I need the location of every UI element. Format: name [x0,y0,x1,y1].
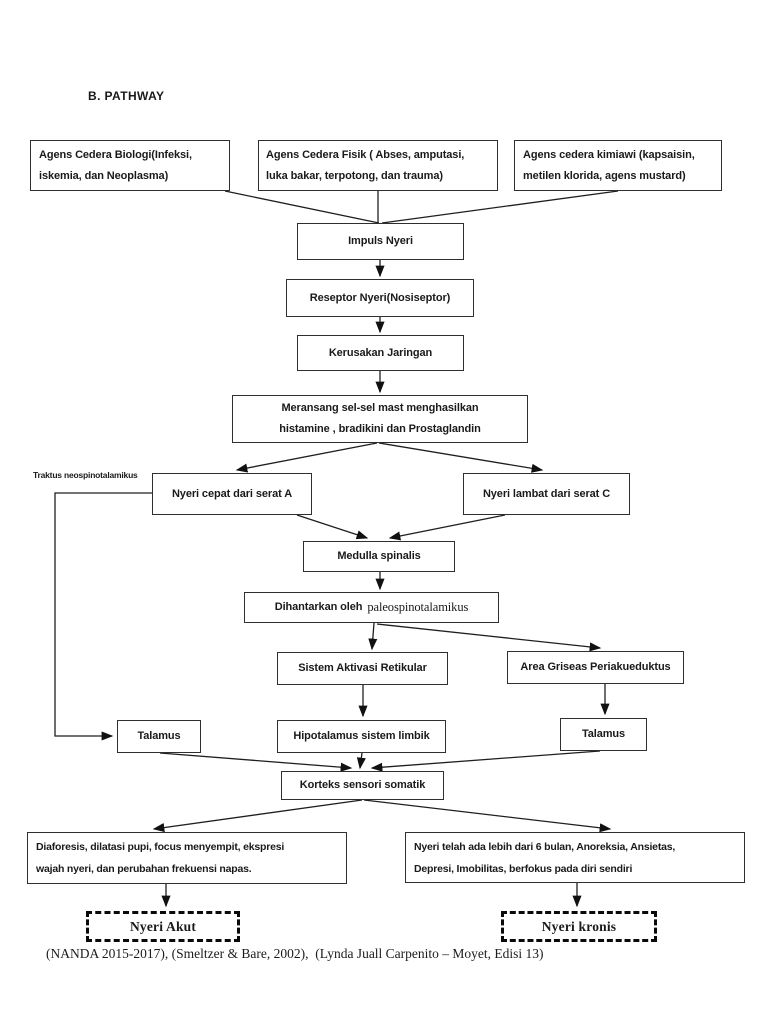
arrow-traktus-talamus-left [54,492,152,741]
node-label: Nyeri telah ada lebih dari 6 bulan, Anor… [414,840,676,875]
arrow-dihantarkan-griseas [376,623,602,652]
node-talamus-right: Talamus [560,718,647,751]
arrow-talamus-left-korteks [159,752,353,772]
node-label: Reseptor Nyeri(Nosiseptor) [309,291,451,304]
node-label: Agens Cedera Fisik ( Abses, amputasi, lu… [266,148,465,182]
node-label-prefix: Dihantarkan oleh [274,601,363,613]
node-gejala-nyeri-akut: Diaforesis, dilatasi pupi, focus menyemp… [27,832,347,884]
node-label: Talamus [137,730,181,742]
node-label: Impuls Nyeri [348,235,413,247]
node-talamus-left: Talamus [117,720,201,753]
node-label: Nyeri kronis [541,919,617,934]
node-sistem-aktivasi-retikular: Sistem Aktivasi Retikular [277,652,448,685]
node-label: Nyeri cepat dari serat A [171,487,293,500]
arrow-hipotalamus-korteks [356,752,366,770]
node-nyeri-kronis: Nyeri kronis [501,911,657,942]
node-meransang-sel-mast: Meransang sel-sel mast menghasilkan hist… [232,395,528,443]
node-agens-cedera-fisik: Agens Cedera Fisik ( Abses, amputasi, lu… [258,140,498,191]
arrow-meransang-serat-a [235,442,378,473]
node-agens-cedera-biologi: Agens Cedera Biologi(Infeksi, iskemia, d… [30,140,230,191]
arrow-korteks-gejala-akut [152,799,363,833]
node-dihantarkan-paleospinotalamikus: Dihantarkan oleh paleospinotalamikus [244,592,499,623]
node-hipotalamus-sistem-limbik: Hipotalamus sistem limbik [277,720,446,753]
node-label: Agens Cedera Biologi(Infeksi, iskemia, d… [39,148,192,182]
citation-text: (NANDA 2015-2017), (Smeltzer & Bare, 200… [46,946,544,961]
node-gejala-nyeri-kronis: Nyeri telah ada lebih dari 6 bulan, Anor… [405,832,745,883]
node-label: Talamus [581,728,626,740]
traktus-neospinotalamikus-label: Traktus neospinotalamikus [33,470,138,480]
arrow-serat-c-medulla [388,514,506,541]
node-label: Diaforesis, dilatasi pupi, focus menyemp… [36,841,285,875]
node-agens-cedera-kimiawi: Agens cedera kimiawi (kapsaisin, metilen… [514,140,722,191]
node-nyeri-akut: Nyeri Akut [86,911,240,942]
arrow-talamus-right-korteks [370,750,601,772]
node-label: Korteks sensori somatik [299,779,426,791]
connector-kimiawi-impuls [381,190,619,224]
node-label: Nyeri Akut [129,919,197,934]
node-label-term: paleospinotalamikus [367,600,469,614]
node-nyeri-cepat-serat-a: Nyeri cepat dari serat A [152,473,312,515]
node-label: Agens cedera kimiawi (kapsaisin, metilen… [523,148,695,182]
node-label: Medulla spinalis [337,550,421,562]
connector-biologi-impuls [224,190,380,224]
node-label: Area Griseas Periakueduktus [520,661,671,673]
node-reseptor-nyeri: Reseptor Nyeri(Nosiseptor) [286,279,474,317]
node-nyeri-lambat-serat-c: Nyeri lambat dari serat C [463,473,630,515]
node-area-griseas-periakueduktus: Area Griseas Periakueduktus [507,651,684,684]
node-korteks-sensori-somatik: Korteks sensori somatik [281,771,444,800]
node-label: Kerusakan Jaringan [328,346,433,359]
node-label: Sistem Aktivasi Retikular [298,662,427,674]
node-kerusakan-jaringan: Kerusakan Jaringan [297,335,464,371]
page-title: B. PATHWAY [88,89,165,103]
arrow-korteks-gejala-kronis [363,799,612,833]
node-medulla-spinalis: Medulla spinalis [303,541,455,572]
node-label: Hipotalamus sistem limbik [293,730,430,742]
node-label: Nyeri lambat dari serat C [482,487,611,500]
arrow-serat-a-medulla [296,514,369,540]
arrow-meransang-serat-c [378,442,544,473]
arrow-dihantarkan-sistem [368,622,378,651]
node-impuls-nyeri: Impuls Nyeri [297,223,464,260]
node-label: Meransang sel-sel mast menghasilkan hist… [279,402,481,435]
